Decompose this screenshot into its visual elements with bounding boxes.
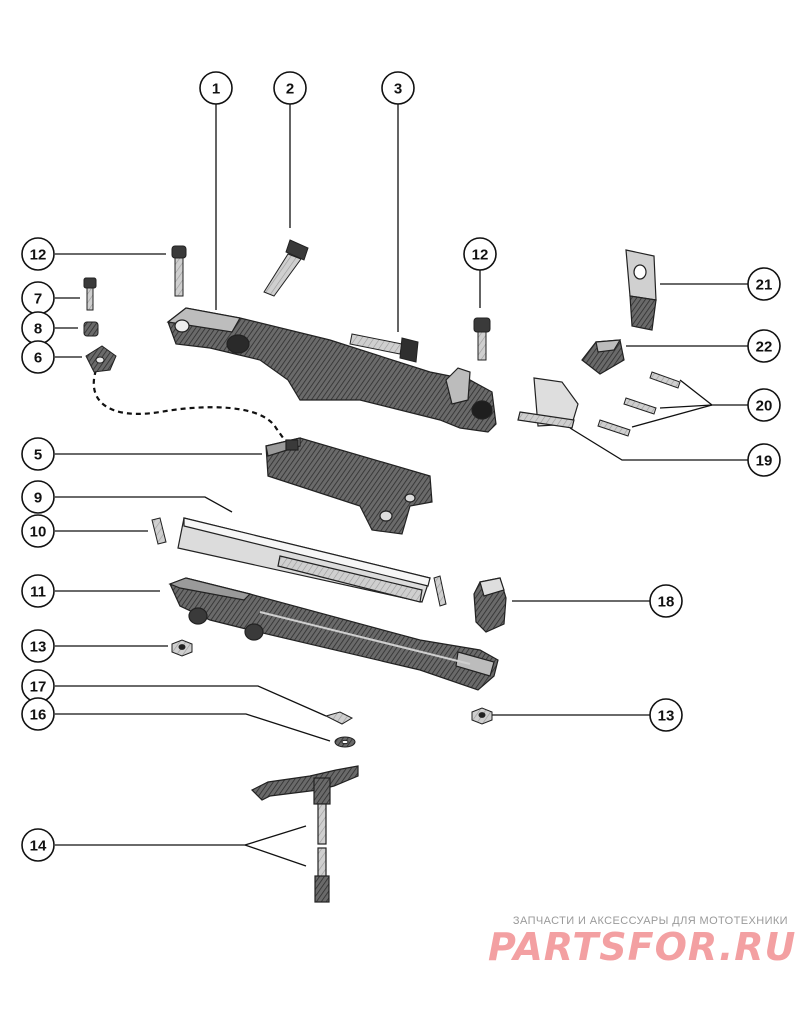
part-20-pins <box>597 371 681 437</box>
callout-5: 5 <box>34 447 42 464</box>
part-19-plate-pin <box>517 377 579 429</box>
callout-bubbles <box>21 71 781 862</box>
part-1-upper-arm <box>166 307 497 433</box>
part-14-lever-rod <box>250 765 359 903</box>
callout-3: 3 <box>394 81 402 98</box>
part-22-strap <box>581 339 625 375</box>
callout-10: 10 <box>30 524 47 541</box>
callout-7: 7 <box>34 291 42 308</box>
watermark-logo: PARTSFOR.RU <box>488 925 797 969</box>
callout-16: 16 <box>30 707 47 724</box>
part-8-nut <box>83 321 99 337</box>
callout-numbers: 1 2 3 12 12 7 8 6 5 9 10 11 13 17 16 14 … <box>30 81 773 855</box>
callout-17: 17 <box>30 679 47 696</box>
part-11-lower-arm <box>168 577 499 691</box>
callout-20: 20 <box>756 398 773 415</box>
callout-13-right: 13 <box>658 708 675 725</box>
callout-22: 22 <box>756 339 773 356</box>
callout-14: 14 <box>30 838 47 855</box>
part-13-nut-right <box>471 707 493 725</box>
callout-11: 11 <box>30 584 46 601</box>
callout-12-left: 12 <box>30 247 47 264</box>
callout-13-left: 13 <box>30 639 47 656</box>
part-10-shim <box>151 517 447 607</box>
part-7-screw <box>83 277 97 311</box>
callout-12-right: 12 <box>472 247 489 264</box>
part-6-clip <box>85 345 117 373</box>
callout-21: 21 <box>756 277 773 294</box>
part-12-screw-left <box>171 245 187 297</box>
callout-1: 1 <box>212 81 220 98</box>
watermark-tagline: ЗАПЧАСТИ И АКСЕССУАРЫ ДЛЯ МОТОТЕХНИКИ <box>512 915 788 927</box>
callout-9: 9 <box>34 490 42 507</box>
part-3-bolt <box>349 333 419 363</box>
callout-19: 19 <box>756 453 773 470</box>
callout-18: 18 <box>658 594 675 611</box>
callout-6: 6 <box>34 350 42 367</box>
callout-8: 8 <box>34 321 42 338</box>
part-16-washer <box>334 736 356 748</box>
part-21-bracket <box>625 249 657 331</box>
part-9-pad-strip <box>177 517 431 603</box>
part-5-channel-bracket <box>265 437 433 535</box>
part-2-bolt <box>263 239 309 297</box>
part-17-clip <box>324 711 354 725</box>
part-18-block <box>473 577 507 633</box>
part-12-screw-right <box>473 317 491 361</box>
callout-2: 2 <box>286 81 294 98</box>
leader-lines <box>55 104 748 867</box>
part-13-nut-left <box>171 639 193 657</box>
